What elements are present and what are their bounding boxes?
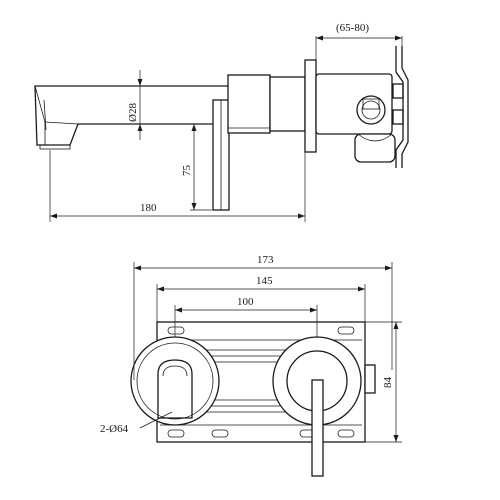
dim-handle-drop: 75: [181, 123, 212, 211]
dim-center-spacing: 100: [174, 296, 318, 337]
dim-center-spacing-label: 100: [237, 296, 254, 308]
left-rosette: [130, 336, 220, 426]
dim-spout-diameter: Ø28: [127, 70, 143, 140]
side-view: (65-80) Ø28 75 180: [34, 22, 409, 222]
dim-handle-drop-label: 75: [181, 165, 193, 177]
front-view: 173 145 100 84 2-Ø64: [100, 254, 402, 477]
side-handle: [212, 99, 230, 211]
dim-plate-height-label: 84: [382, 377, 394, 389]
dim-overall-width: 173: [133, 254, 393, 380]
dim-rosette-diameter-label: 2-Ø64: [100, 423, 129, 435]
side-valve: [315, 46, 409, 168]
dim-adjustment-range-label: (65-80): [336, 22, 369, 34]
dim-rosette-diameter: 2-Ø64: [100, 411, 173, 435]
dim-bolt-spacing: 145: [156, 275, 366, 322]
dim-spout-projection-label: 180: [140, 202, 157, 214]
right-rosette: [272, 336, 362, 477]
dim-spout-diameter-label: Ø28: [127, 103, 139, 122]
dim-bolt-spacing-label: 145: [256, 275, 273, 287]
dim-spout-projection: 180: [49, 150, 306, 222]
dim-plate-height: 84: [365, 321, 402, 443]
side-body: [227, 59, 317, 153]
dim-overall-width-label: 173: [257, 254, 274, 266]
dim-adjustment-range: (65-80): [315, 22, 403, 62]
